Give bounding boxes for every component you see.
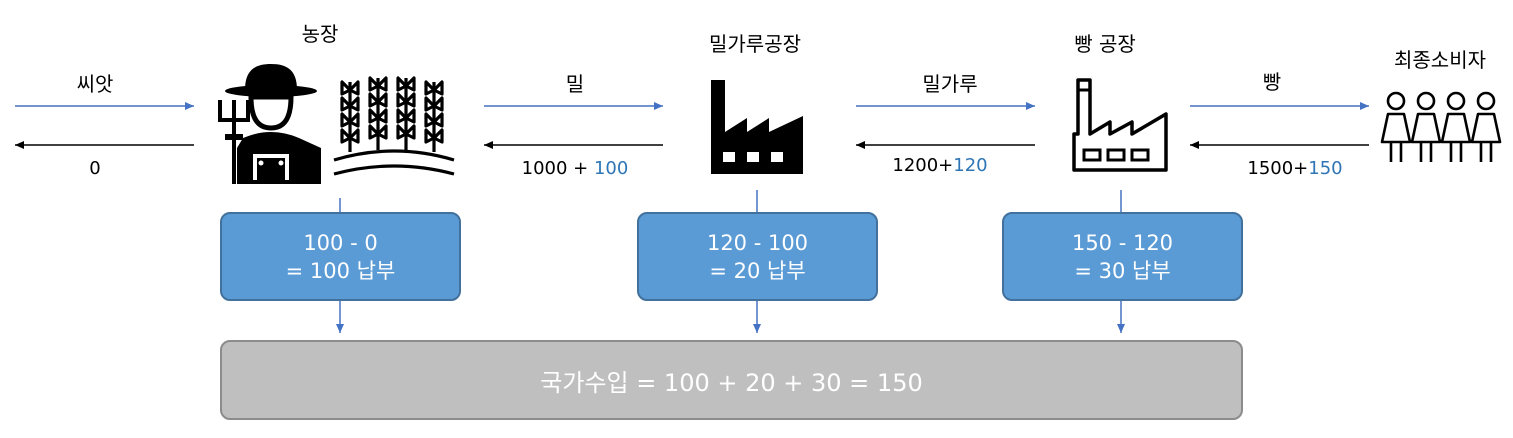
vat-box-bakery: 150 - 120 = 30 납부 bbox=[1002, 212, 1243, 301]
amount-wheat-base: 1000 + bbox=[521, 158, 594, 179]
farmer-icon bbox=[218, 64, 321, 184]
flow-label-flour: 밀가루 bbox=[922, 72, 978, 96]
amount-bread-vat: 150 bbox=[1308, 158, 1343, 179]
stage-title-consumer: 최종소비자 bbox=[1394, 48, 1486, 72]
vat-box-farm: 100 - 0 = 100 납부 bbox=[220, 212, 461, 301]
national-revenue-text: 국가수입 = 100 + 20 + 30 = 150 bbox=[540, 368, 923, 397]
bakery-factory-icon bbox=[1072, 78, 1168, 172]
amount-wheat: 1000 + 100 bbox=[500, 158, 650, 179]
vat-box-mill: 120 - 100 = 20 납부 bbox=[637, 212, 878, 301]
stage-title-mill: 밀가루공장 bbox=[709, 32, 801, 56]
vat-box-farm-line1: 100 - 0 bbox=[303, 230, 378, 255]
national-revenue-box: 국가수입 = 100 + 20 + 30 = 150 bbox=[220, 340, 1243, 420]
vat-box-bakery-line2: = 30 납부 bbox=[1074, 258, 1171, 283]
amount-bread-base: 1500+ bbox=[1247, 158, 1309, 179]
flow-label-seed: 씨앗 bbox=[76, 72, 114, 96]
consumers-icon bbox=[1380, 91, 1502, 162]
vat-box-mill-line1: 120 - 100 bbox=[706, 230, 809, 255]
wheat-icon bbox=[333, 76, 455, 176]
amount-flour-base: 1200+ bbox=[892, 155, 954, 176]
vat-box-farm-line2: = 100 납부 bbox=[285, 258, 396, 283]
flow-label-bread: 빵 bbox=[1262, 70, 1282, 94]
vat-box-mill-line2: = 20 납부 bbox=[709, 258, 806, 283]
amount-wheat-vat: 100 bbox=[593, 158, 629, 179]
factory-icon bbox=[711, 80, 803, 174]
stage-title-bakery: 빵 공장 bbox=[1074, 32, 1136, 56]
stage-title-farm: 농장 bbox=[301, 22, 339, 46]
vat-box-bakery-line1: 150 - 120 bbox=[1071, 230, 1174, 255]
flow-label-wheat: 밀 bbox=[565, 72, 585, 96]
amount-bread: 1500+150 bbox=[1220, 158, 1370, 179]
amount-flour-vat: 120 bbox=[953, 155, 988, 176]
amount-flour: 1200+120 bbox=[870, 155, 1010, 176]
amount-seed: 0 bbox=[89, 158, 101, 179]
